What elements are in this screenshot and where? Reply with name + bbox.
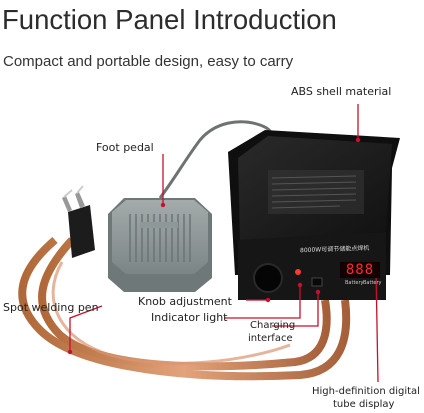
label-abs-shell: ABS shell material	[291, 85, 392, 98]
indicator-light	[295, 269, 301, 275]
spot-welding-pen	[62, 185, 95, 258]
battery-port-label: Battery	[345, 280, 364, 286]
charging-port	[311, 277, 323, 287]
label-display-2: tube display	[333, 399, 395, 410]
label-charging-2: interface	[248, 333, 293, 344]
callout-lines	[69, 104, 379, 383]
copper-cables	[18, 236, 351, 381]
digital-display: 888	[340, 262, 380, 278]
page-title: Function Panel Introduction	[2, 4, 337, 35]
label-display-1: High-definition digital	[312, 386, 420, 397]
knob	[253, 263, 283, 293]
foot-pedal	[108, 198, 212, 292]
label-spot-welding-pen: Spot welding pen	[3, 301, 99, 314]
label-indicator-light: Indicator light	[151, 311, 228, 324]
page-subtitle: Compact and portable design, easy to car…	[3, 53, 294, 70]
label-knob-adjustment: Knob adjustment	[138, 295, 232, 308]
battery-port-label-2: Battery	[363, 280, 382, 286]
label-charging-1: Charging	[250, 320, 296, 331]
welder-box	[228, 130, 400, 300]
label-foot-pedal: Foot pedal	[96, 141, 154, 154]
